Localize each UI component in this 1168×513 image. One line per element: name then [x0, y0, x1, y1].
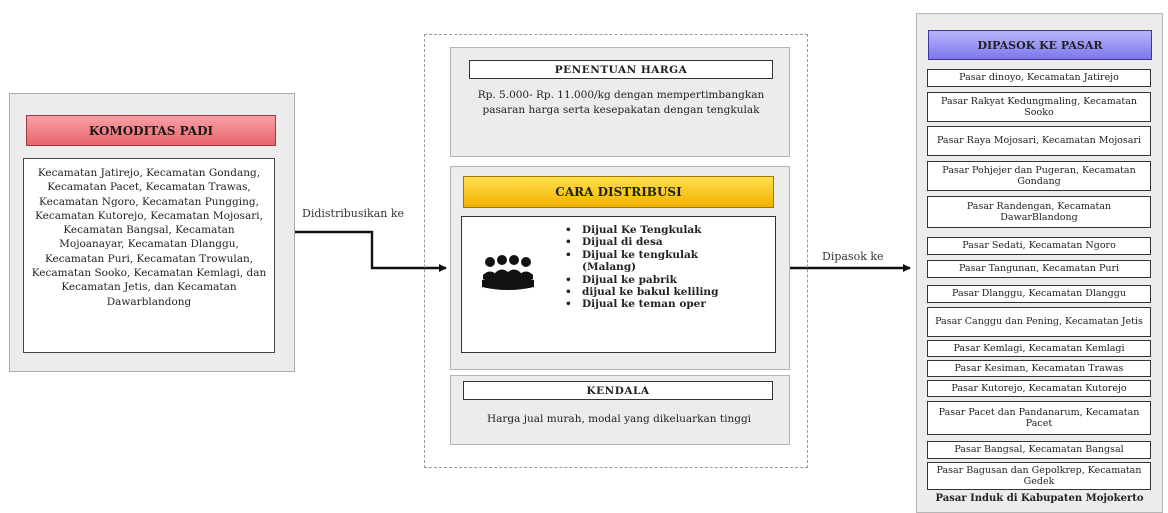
penentuan-harga-title: PENENTUAN HARGA	[469, 60, 773, 79]
pasar-item: Pasar Raya Mojosari, Kecamatan Mojosari	[927, 126, 1151, 156]
pasar-item: Pasar Pacet dan Pandanarum, Kecamatan Pa…	[927, 401, 1151, 435]
kendala-title: KENDALA	[463, 381, 773, 400]
pasar-item: Pasar Randengan, Kecamatan DawarBlandong	[927, 196, 1151, 228]
pasar-footer: Pasar Induk di Kabupaten Mojokerto	[935, 493, 1144, 504]
pasar-item: Pasar Dlanggu, Kecamatan Dlanggu	[927, 285, 1151, 303]
pasar-item: Pasar Kesiman, Kecamatan Trawas	[927, 360, 1151, 377]
penentuan-harga-text: Rp. 5.000- Rp. 11.000/kg dengan memperti…	[477, 89, 765, 116]
list-item: Dijual di desa	[565, 236, 732, 249]
pasar-title: DIPASOK KE PASAR	[928, 30, 1152, 60]
cara-distribusi-title: CARA DISTRIBUSI	[463, 176, 774, 208]
pasar-item: Pasar Rakyat Kedungmaling, Kecamatan Soo…	[927, 92, 1151, 122]
cara-distribusi-list: Dijual Ke Tengkulak Dijual di desa Dijua…	[565, 224, 732, 311]
pasar-item: Pasar Sedati, Kecamatan Ngoro	[927, 237, 1151, 255]
pasar-item: Pasar Kemlagi, Kecamatan Kemlagi	[927, 340, 1151, 357]
pasar-item: Pasar Canggu dan Pening, Kecamatan Jetis	[927, 307, 1151, 337]
list-item: Dijual ke pabrik	[565, 274, 732, 287]
people-group-icon	[482, 255, 534, 290]
komoditas-title: KOMODITAS PADI	[26, 115, 276, 146]
pasar-item: Pasar Tangunan, Kecamatan Puri	[927, 260, 1151, 278]
kendala-text: Harga jual murah, modal yang dikeluarkan…	[486, 413, 752, 425]
pasar-item: Pasar Kutorejo, Kecamatan Kutorejo	[927, 380, 1151, 397]
distribusi-arrow-label: Didistribusikan ke	[302, 207, 405, 220]
pasar-item: Pasar Pohjejer dan Pugeran, Kecamatan Go…	[927, 161, 1151, 191]
pasar-item: Pasar Bangsal, Kecamatan Bangsal	[927, 441, 1151, 459]
pasar-item: Pasar Bagusan dan Gepolkrep, Kecamatan G…	[927, 462, 1151, 490]
list-item: Dijual ke tengkulak (Malang)	[565, 249, 732, 274]
list-item: Dijual Ke Tengkulak	[565, 224, 732, 237]
distribution-group	[424, 34, 808, 468]
list-item: dijual ke bakul keliling	[565, 286, 732, 299]
pasok-arrow-label: Dipasok ke	[822, 250, 884, 263]
list-item: Dijual ke teman oper	[565, 298, 732, 311]
arrow-to-distribution	[295, 230, 447, 272]
komoditas-body: Kecamatan Jatirejo, Kecamatan Gondang, K…	[23, 158, 275, 353]
pasar-item: Pasar dinoyo, Kecamatan Jatirejo	[927, 69, 1151, 87]
